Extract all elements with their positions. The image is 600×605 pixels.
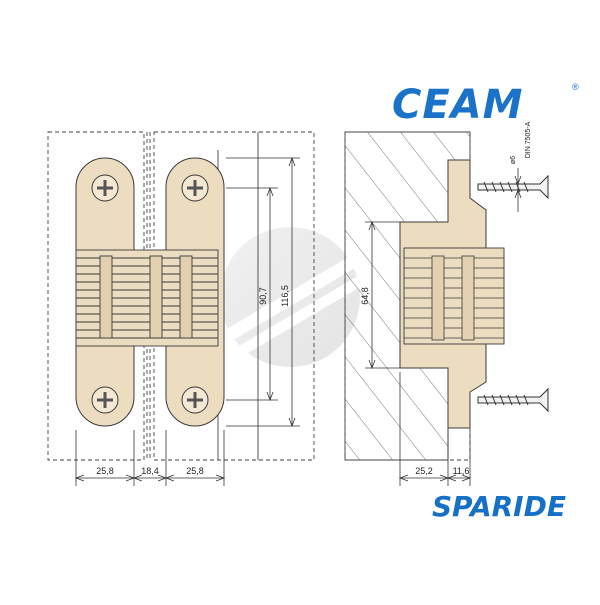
lower-screw — [477, 387, 549, 413]
dimension-flange-depth: 11,6 — [453, 466, 470, 476]
svg-text:CEAM: CEAM — [392, 82, 523, 128]
horizontal-dimensions — [74, 430, 226, 486]
ceam-logo: CEAM ® — [392, 82, 579, 128]
paride-logo: S PARIDE — [432, 490, 566, 523]
dimension-body-height: 64,8 — [360, 287, 370, 305]
screw-diameter-label: ø6 — [510, 156, 517, 164]
dimension-left-width: 25,8 — [96, 466, 114, 476]
vertical-dimensions — [226, 156, 300, 428]
section-view — [344, 131, 505, 461]
svg-text:®: ® — [572, 82, 579, 92]
watermark-logo — [220, 227, 372, 367]
svg-text:S: S — [432, 490, 452, 523]
dimension-recess-depth: 25,2 — [415, 466, 433, 476]
svg-text:PARIDE: PARIDE — [452, 490, 566, 523]
dimension-right-width: 25,8 — [186, 466, 204, 476]
dimension-inner-height: 90,7 — [258, 287, 268, 305]
section-height-dimension — [365, 220, 400, 370]
screw-standard-label: DIN 7505-A — [525, 121, 532, 158]
dimension-gap: 18,4 — [141, 466, 159, 476]
section-depth-dimensions — [398, 372, 472, 486]
dimension-outer-height: 116,5 — [280, 285, 290, 307]
screw-dimension — [514, 168, 522, 212]
hinge-mechanism — [75, 249, 219, 347]
upper-screw — [477, 174, 549, 200]
